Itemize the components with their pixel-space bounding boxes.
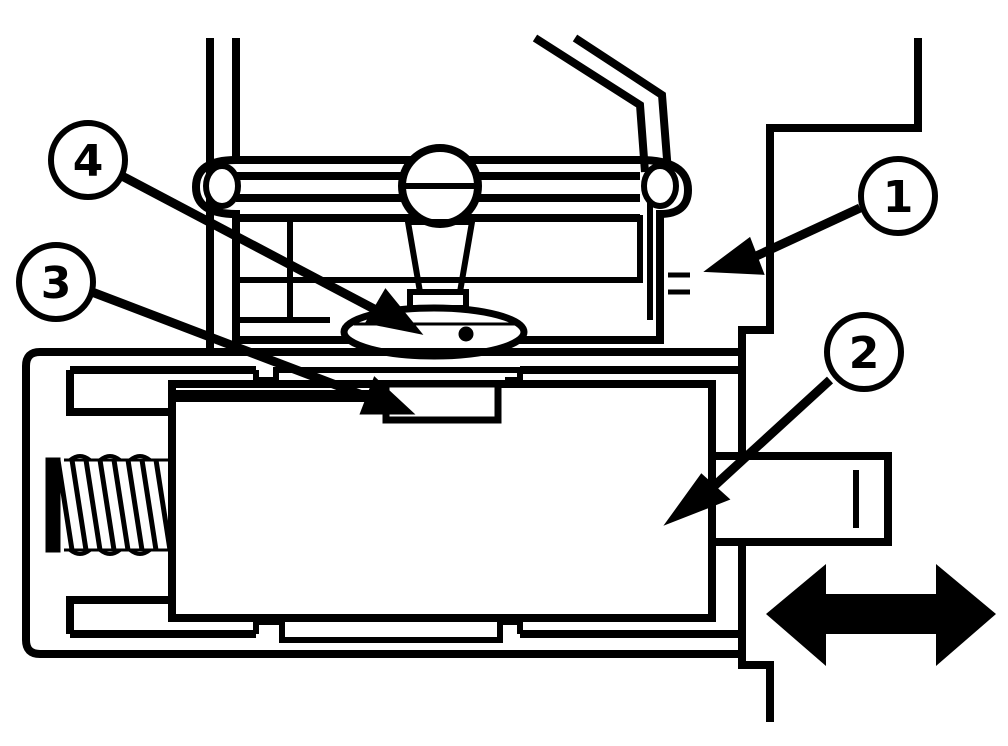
spring-coil-icon (45, 454, 173, 556)
callout-label: 3 (41, 258, 72, 309)
callout-circle (16, 242, 96, 322)
callout-label: 1 (883, 172, 914, 223)
rod-joints (203, 163, 679, 209)
callout-circle (824, 312, 904, 392)
cylinder-housing (22, 348, 746, 658)
callout-circle (48, 120, 128, 200)
callout-1: 1 (858, 156, 938, 236)
pivot-ball (398, 144, 482, 228)
callout-3: 3 (16, 242, 96, 322)
callout-4: 4 (48, 120, 128, 200)
right-housing-wall (738, 38, 922, 722)
callout-2: 2 (824, 312, 904, 392)
leader-lines (90, 172, 862, 526)
callout-circle (858, 156, 938, 236)
side-ticks (668, 272, 690, 295)
slider-shaft (708, 452, 892, 546)
double-arrow-icon (766, 564, 996, 666)
detent-pin (382, 380, 502, 424)
latch-stem (404, 219, 476, 311)
callout-label: 2 (849, 328, 880, 379)
callout-label: 4 (73, 136, 104, 187)
